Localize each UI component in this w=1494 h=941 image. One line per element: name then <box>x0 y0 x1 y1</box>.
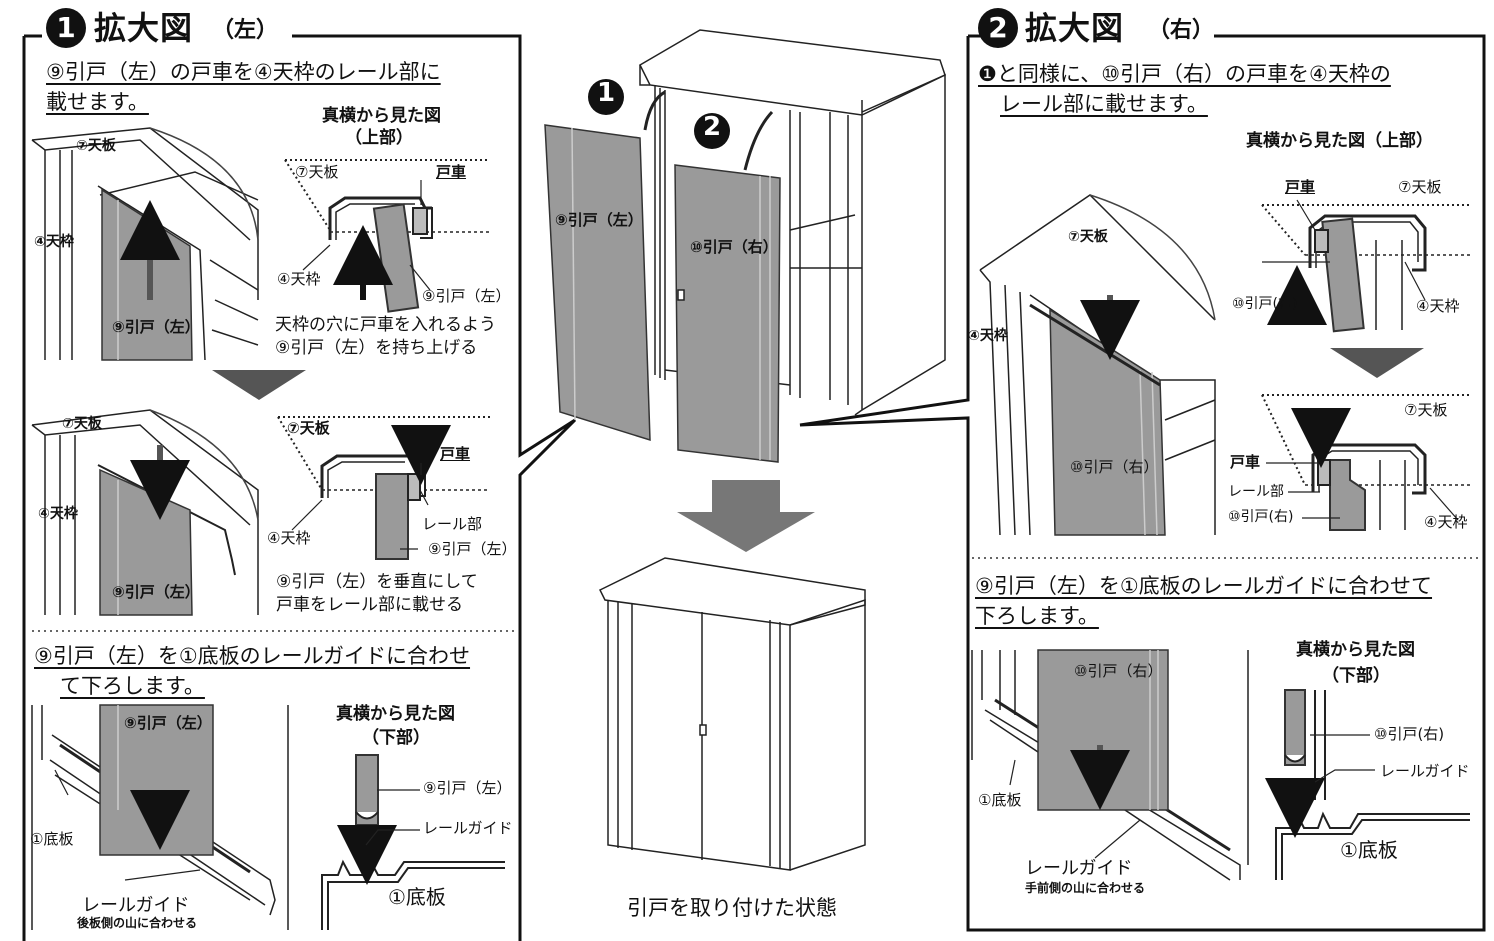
left-lbl-hikido-1: ⑨引戸（左） <box>112 318 200 336</box>
right-sv2-tenban: ⑦天板 <box>1404 401 1448 419</box>
center-shed-assembled <box>598 557 866 871</box>
left-sv2-hikido: ⑨引戸（左） <box>428 540 517 558</box>
left-step2-line1: ⑨引戸（左）を①底板のレールガイドに合わせ <box>34 644 471 668</box>
left-view-bottom-title2: （下部） <box>362 728 430 748</box>
center-door-right: ⑩引戸（右） <box>690 238 778 256</box>
leader-lines <box>54 180 1459 881</box>
left-sv2-tenban: ⑦天板 <box>287 419 330 437</box>
right-lbl-hikido-main: ⑩引戸（右） <box>1070 458 1159 476</box>
left-bottom-section <box>321 754 505 930</box>
right-sv3-hikido: ⑩引戸(右) <box>1374 725 1445 743</box>
left-upper-illustration <box>31 127 259 361</box>
right-railguide-note: 手前側の山に合わせる <box>1025 881 1146 895</box>
center-door-left: ⑨引戸（左） <box>555 211 643 229</box>
left-lbl-hikido-2: ⑨引戸（左） <box>112 583 200 601</box>
left-lbl-hikido-3: ⑨引戸（左） <box>124 714 212 732</box>
right-lbl-hikido-top: ⑩引戸（右） <box>1074 662 1163 680</box>
right-heading: 拡大図 <box>1025 9 1125 47</box>
left-sv1-hikido: ⑨引戸（左） <box>422 287 511 305</box>
left-lbl-tenwaku-1: ④天枠 <box>34 234 74 250</box>
center-num-2: 2 <box>702 112 722 142</box>
right-lbl-sokoban: ①底板 <box>978 791 1022 809</box>
left-view-top-title1: 真横から見た図 <box>322 106 441 126</box>
left-railguide-note: 後板側の山に合わせる <box>77 916 198 930</box>
right-step-arrow <box>1330 348 1424 378</box>
left-lbl-tenban-1: ⑦天板 <box>76 138 116 154</box>
left-callout-frame <box>22 34 577 941</box>
right-bottom-section <box>1275 689 1470 880</box>
left-railguide-big: レールガイド <box>82 895 190 916</box>
left-sv1-tenban: ⑦天板 <box>295 163 339 181</box>
right-step2-line2: 下ろします。 <box>975 604 1099 628</box>
left-sv2-rail: レール部 <box>422 515 483 533</box>
center-down-arrow <box>677 480 815 552</box>
center-num-1: 1 <box>596 78 616 108</box>
right-sv2-tenwaku: ④天枠 <box>1424 513 1468 531</box>
left-note1-line2: ⑨引戸（左）を持ち上げる <box>275 338 478 358</box>
left-step2-line2: て下ろします。 <box>60 674 205 698</box>
left-lbl-tenban-2: ⑦天板 <box>62 416 102 432</box>
right-sv2-tosha: 戸車 <box>1230 453 1261 471</box>
left-sv3-railguide: レールガイド <box>423 819 513 837</box>
right-bottom-illustration <box>971 649 1249 881</box>
left-step-arrow <box>212 370 306 400</box>
left-heading: 拡大図 <box>94 9 194 47</box>
left-sv3-sokoban: ①底板 <box>388 885 446 909</box>
center-shed-exploded <box>544 29 946 463</box>
center-num-1-badge <box>588 79 624 115</box>
center-num-2-badge <box>694 113 730 149</box>
left-step1-line2: 載せます。 <box>46 90 149 114</box>
right-sv2-rail: レール部 <box>1228 484 1284 500</box>
right-heading-side: （右） <box>1148 18 1215 43</box>
left-lbl-sokoban: ①底板 <box>30 830 74 848</box>
left-view-top-title2: （上部） <box>345 128 413 148</box>
right-view-top-title: 真横から見た図（上部） <box>1246 131 1433 151</box>
left-sv1-tosha: 戸車 <box>436 163 467 181</box>
right-sv1-tenban: ⑦天板 <box>1398 178 1442 196</box>
left-sv2-tenwaku: ④天枠 <box>267 529 311 547</box>
right-step1-line2: レール部に載せます。 <box>1000 92 1208 116</box>
left-lower-illustration <box>31 409 259 616</box>
right-upper-illustration <box>979 194 1216 536</box>
right-view-bottom-title1: 真横から見た図 <box>1296 640 1415 660</box>
left-view-bottom-title1: 真横から見た図 <box>336 704 455 724</box>
left-step1-line1: ⑨引戸（左）の戸車を④天枠のレール部に <box>46 60 441 84</box>
left-sv1-tenwaku: ④天枠 <box>277 270 321 288</box>
right-step2-line1: ⑨引戸（左）を①底板のレールガイドに合わせて <box>975 574 1433 598</box>
right-lbl-tenwaku: ④天枠 <box>968 328 1008 344</box>
left-bottom-illustration <box>31 704 289 930</box>
left-lbl-tenwaku-2: ④天枠 <box>38 506 78 522</box>
left-heading-badge: 1 <box>46 8 86 48</box>
right-section-view-1 <box>1261 204 1470 333</box>
right-sv3-railguide: レールガイド <box>1380 762 1470 780</box>
left-sv2-tosha: 戸車 <box>440 445 471 463</box>
right-sv3-sokoban: ①底板 <box>1340 838 1398 862</box>
right-view-bottom-title2: （下部） <box>1322 666 1390 686</box>
left-note1-line1: 天枠の穴に戸車を入れるよう <box>275 315 496 335</box>
left-note2-line1: ⑨引戸（左）を垂直にして <box>276 572 478 592</box>
right-sv1-hikido: ⑩引戸(右) <box>1232 296 1298 312</box>
right-step1-line1: ❶と同様に、⑩引戸（右）の戸車を④天枠の <box>978 62 1391 86</box>
right-lbl-tenban: ⑦天板 <box>1068 229 1108 245</box>
right-heading-badge: 2 <box>978 8 1018 48</box>
right-heading-num: 2 <box>988 11 1008 44</box>
center-caption: 引戸を取り付けた状態 <box>627 896 837 920</box>
left-sv3-hikido: ⑨引戸（左） <box>423 779 512 797</box>
left-heading-side: （左） <box>212 18 279 43</box>
right-sv2-hikido: ⑩引戸(右) <box>1228 509 1294 525</box>
left-note2-line2: 戸車をレール部に載せる <box>276 595 463 615</box>
right-railguide-big: レールガイド <box>1025 858 1133 879</box>
left-heading-num: 1 <box>56 11 76 44</box>
right-sv1-tosha: 戸車 <box>1285 178 1316 196</box>
right-sv1-tenwaku: ④天枠 <box>1416 297 1460 315</box>
